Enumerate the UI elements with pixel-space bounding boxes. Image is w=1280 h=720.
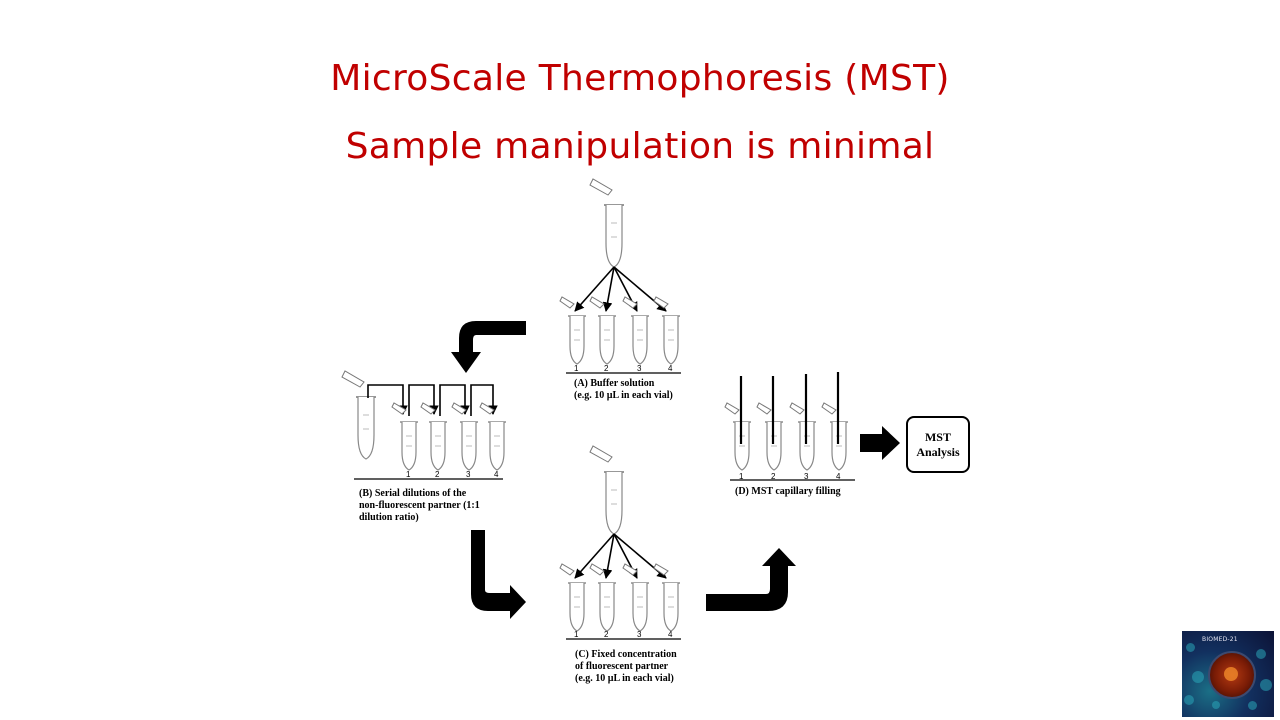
flow-arrow-d-to-mst: [860, 426, 900, 460]
panel-a: 1 2 3 4 (A) Buffer solution (e.g. 10 µL …: [559, 178, 681, 401]
vial-number: 4: [668, 630, 673, 639]
mst-analysis-line2: Analysis: [916, 444, 960, 459]
vial-d-4: [821, 402, 849, 471]
vial-number: 2: [435, 470, 440, 479]
logo-text: BIOMED-21: [1202, 636, 1238, 643]
distribution-arrows-a: [574, 266, 667, 312]
vial-number: 1: [574, 630, 579, 639]
vial-d-2: [756, 402, 784, 471]
caption-b-line1: (B) Serial dilutions of the: [359, 488, 467, 499]
flow-arrow-b-to-c: [471, 530, 526, 619]
panel-b: 1 2 3 4 (B) Serial dilutions of the non-…: [341, 370, 507, 523]
vial-d-1: [724, 402, 752, 471]
caption-c-line1: (C) Fixed concentration: [575, 649, 677, 660]
panel-c: 1 2 3 4 (C) Fixed concentration of fluor…: [559, 445, 681, 684]
vial-a-1: [559, 296, 587, 365]
vial-number: 3: [637, 630, 642, 639]
vial-number: 3: [466, 470, 471, 479]
flow-arrow-a-to-b: [451, 321, 526, 373]
vial-number: 2: [771, 472, 776, 481]
vial-number: 1: [574, 364, 579, 373]
caption-c-line2: of fluorescent partner: [575, 661, 669, 672]
mst-analysis-box: MST Analysis: [906, 416, 970, 473]
serial-dilution-arrows: [367, 384, 498, 416]
vial-number: 2: [604, 364, 609, 373]
caption-b-line3: dilution ratio): [359, 512, 419, 523]
distribution-arrows-c: [574, 533, 667, 579]
vial-number: 4: [668, 364, 673, 373]
vial-c-1: [559, 563, 587, 632]
caption-b-line2: non-fluorescent partner (1:1: [359, 500, 480, 511]
vial-number: 1: [739, 472, 744, 481]
panel-d: 1 2 3 4 (D) MST capillary filling: [724, 372, 855, 497]
slide-subtitle: Sample manipulation is minimal: [345, 126, 935, 167]
flow-arrow-c-to-d: [706, 548, 796, 611]
vial-d-3: [789, 402, 817, 471]
vial-c-4: [653, 563, 681, 632]
vial-number: 3: [804, 472, 809, 481]
caption-c-line3: (e.g. 10 µL in each vial): [575, 673, 674, 684]
vial-a-2: [589, 296, 617, 365]
vial-number: 4: [494, 470, 499, 479]
vial-number: 1: [406, 470, 411, 479]
source-vial-a: [589, 178, 625, 268]
caption-a-line2: (e.g. 10 µL in each vial): [574, 390, 673, 401]
vial-number: 2: [604, 630, 609, 639]
biomed-logo: BIOMED-21: [1182, 631, 1274, 717]
vial-c-3: [622, 563, 650, 632]
vial-b-1: [391, 402, 419, 471]
slide-title: MicroScale Thermophoresis (MST): [330, 58, 950, 99]
cell-emblem: [1208, 651, 1256, 699]
vial-a-3: [622, 296, 650, 365]
vial-a-4: [653, 296, 681, 365]
vial-number: 4: [836, 472, 841, 481]
source-vial-c: [589, 445, 625, 535]
mst-analysis-line1: MST: [924, 429, 951, 444]
vial-number: 3: [637, 364, 642, 373]
capillaries: [739, 372, 840, 444]
caption-d: (D) MST capillary filling: [735, 486, 841, 497]
vial-c-2: [589, 563, 617, 632]
caption-a-line1: (A) Buffer solution: [574, 378, 655, 389]
